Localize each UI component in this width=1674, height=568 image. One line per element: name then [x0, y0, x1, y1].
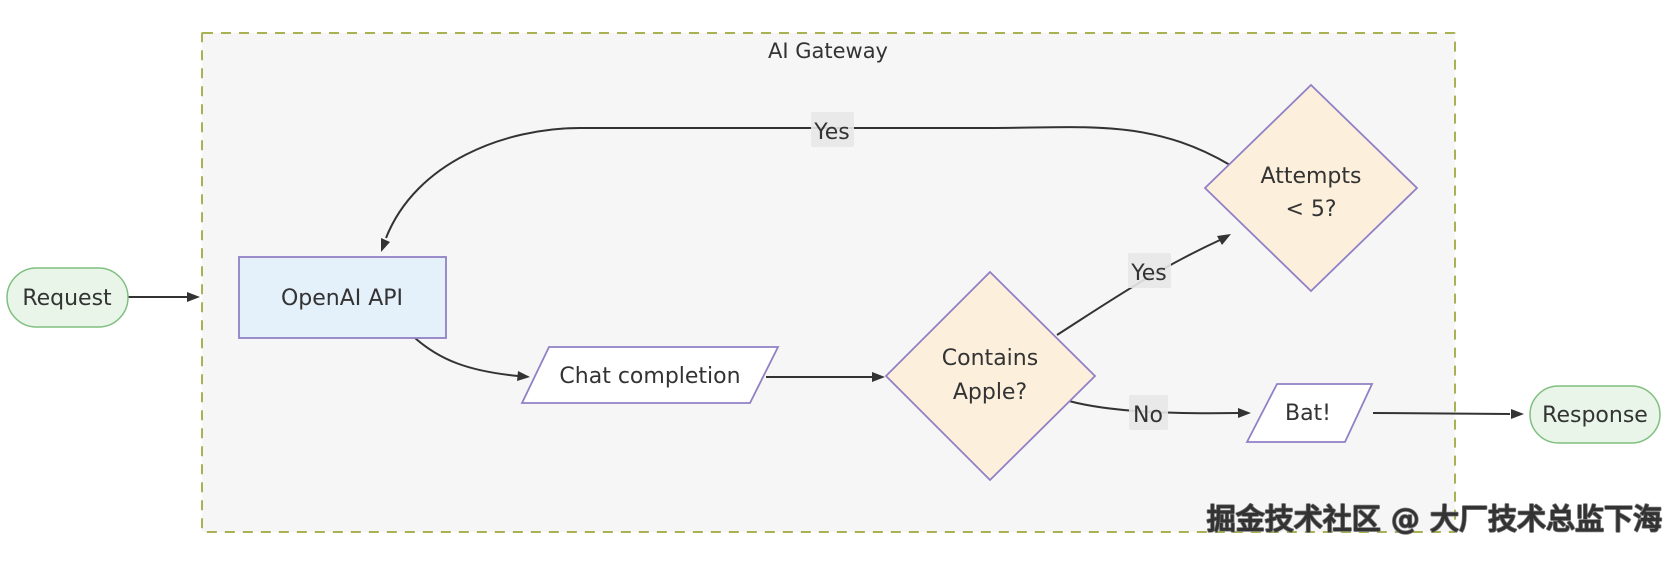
watermark-text: 掘金技术社区 @ 大厂技术总监下海: [1207, 502, 1662, 536]
node-bat-label: Bat!: [1285, 401, 1331, 426]
edge-label-no-bg: [1129, 395, 1168, 430]
node-attempts: Attempts < 5?: [1203, 83, 1419, 293]
edge-openai-chat: [414, 337, 519, 377]
edge-attempts-openai-yes: [385, 126, 1231, 239]
node-chat-completion-label: Chat completion: [559, 364, 740, 389]
node-chat-completion: Chat completion: [520, 346, 780, 404]
edge-label-yes-mid-text: Yes: [1130, 261, 1167, 286]
edge-label-no-text: No: [1133, 403, 1163, 428]
node-openai-api-label: OpenAI API: [281, 286, 403, 311]
node-request-shape: [6, 267, 129, 328]
node-contains-apple-label-line1: Contains: [942, 346, 1038, 371]
node-chat-completion-shape: [520, 346, 780, 404]
node-response: Response: [1529, 385, 1661, 444]
arrowhead-bat-response: [1511, 409, 1524, 419]
node-attempts-label-line2: < 5?: [1285, 197, 1336, 222]
gateway-cluster-title: AI Gateway: [768, 39, 888, 63]
node-contains-apple: Contains Apple?: [884, 270, 1097, 482]
arrowhead-chat-contains: [872, 372, 885, 382]
edges-group: [128, 126, 1511, 415]
node-bat-shape: [1245, 383, 1374, 443]
node-request: Request: [6, 267, 129, 328]
arrowhead-openai-chat: [517, 371, 530, 381]
edge-bat-response: [1372, 412, 1511, 415]
edge-label-yes-mid: Yes: [1128, 253, 1171, 288]
edge-label-yes-top-text: Yes: [813, 120, 850, 145]
node-contains-apple-shape: [884, 270, 1097, 482]
arrowhead-request-openai: [187, 292, 200, 302]
node-response-label: Response: [1542, 403, 1648, 428]
edge-label-yes-top: Yes: [811, 112, 854, 147]
arrowheads-group: [187, 234, 1524, 419]
arrowhead-attempts-openai: [381, 238, 390, 252]
edge-label-no: No: [1129, 395, 1168, 430]
node-request-label: Request: [22, 286, 112, 311]
edge-label-yes-mid-bg: [1128, 253, 1171, 288]
node-openai-api-shape: [238, 256, 447, 339]
node-bat: Bat!: [1245, 383, 1374, 443]
node-openai-api: OpenAI API: [238, 256, 447, 339]
arrowhead-contains-bat: [1238, 408, 1251, 418]
node-attempts-shape: [1203, 83, 1419, 293]
edge-label-yes-top-bg: [811, 112, 854, 147]
arrowhead-contains-attempts: [1217, 234, 1231, 245]
node-contains-apple-label-line2: Apple?: [953, 380, 1027, 405]
node-attempts-label-line1: Attempts: [1261, 164, 1362, 189]
node-response-shape: [1529, 385, 1661, 444]
